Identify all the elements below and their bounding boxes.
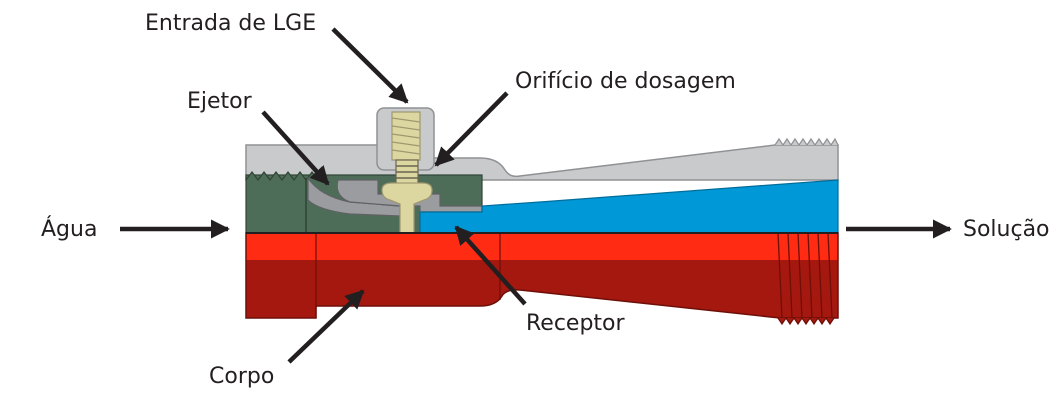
orifice-collar-bands [396,165,418,179]
body-lower [246,260,838,318]
label-solution: Solução [963,217,1050,242]
label-receiver: Receptor [526,311,626,336]
arrow-receiver [454,225,527,306]
outlet-threads-bottom [777,316,835,326]
metering-orifice [381,182,433,234]
upper-housing [245,144,839,181]
body-outline [245,232,839,319]
body-upper [246,233,838,260]
label-lge-inlet: Entrada de LGE [145,11,316,36]
body-seams [315,233,501,318]
arrow-lge-inlet [331,27,409,104]
solution-section [419,179,839,234]
outlet-threads-body [777,232,833,319]
label-metering-orifice: Orifício de dosagem [515,69,736,94]
label-body: Corpo [209,364,274,389]
label-ejector: Ejetor [187,89,253,114]
label-water: Água [41,216,97,242]
arrow-metering-orifice [434,91,509,167]
arrow-ejector [261,110,330,186]
lge-thread-lines [391,117,421,155]
arrow-body [287,289,365,364]
outlet-threads-top [774,137,839,147]
